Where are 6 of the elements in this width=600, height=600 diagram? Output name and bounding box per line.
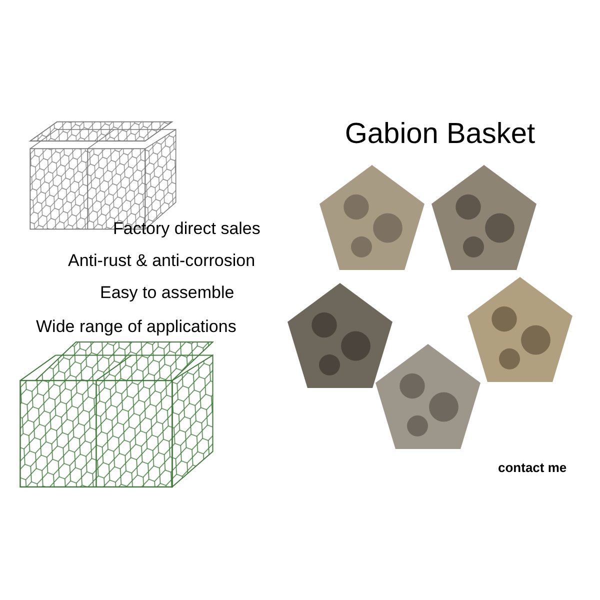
label-text: contact me bbox=[498, 459, 567, 477]
label-text: Easy to assemble bbox=[100, 282, 234, 304]
title: Gabion Basket bbox=[344, 117, 536, 152]
label-text: Factory direct sales bbox=[113, 218, 260, 240]
label-text: Wide range of applications bbox=[36, 316, 236, 338]
label-text: Anti-rust & anti-corrosion bbox=[68, 250, 256, 272]
